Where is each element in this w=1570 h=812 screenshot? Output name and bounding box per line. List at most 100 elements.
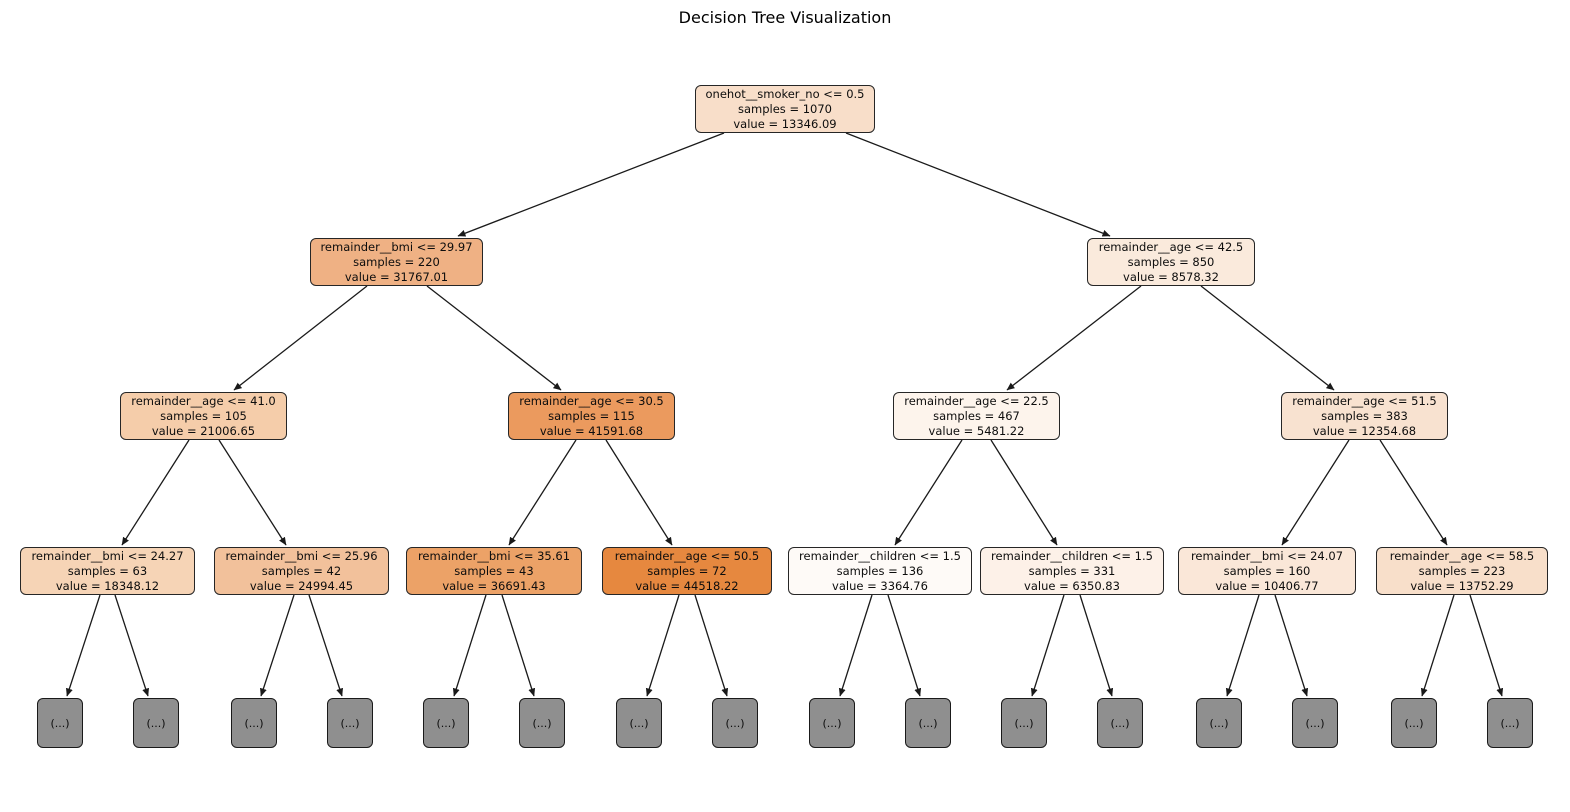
node-samples: samples = 136	[836, 563, 924, 578]
tree-edge	[501, 594, 536, 697]
tree-node-l4-4: remainder__age <= 50.5 samples = 72 valu…	[602, 547, 772, 595]
node-value: value = 41591.68	[539, 423, 644, 438]
tree-edge	[887, 594, 922, 697]
tree-node-l4-1: remainder__bmi <= 24.27 samples = 63 val…	[20, 547, 195, 595]
node-condition: remainder__bmi <= 35.61	[417, 548, 571, 563]
node-value: value = 31767.01	[344, 269, 449, 284]
node-condition: remainder__age <= 58.5	[1389, 548, 1535, 563]
tree-edge	[121, 439, 190, 546]
tree-edge	[1200, 285, 1335, 391]
node-samples: samples = 331	[1028, 563, 1116, 578]
leaf-label: (...)	[822, 716, 842, 730]
node-condition: remainder__children <= 1.5	[799, 548, 961, 563]
leaf-label: (...)	[1404, 716, 1424, 730]
leaf-label: (...)	[340, 716, 360, 730]
tree-edge	[694, 594, 729, 697]
node-condition: remainder__age <= 41.0	[131, 393, 276, 408]
tree-node-l4-3: remainder__bmi <= 35.61 samples = 43 val…	[406, 547, 582, 595]
node-condition: remainder__bmi <= 24.07	[1190, 548, 1344, 563]
node-condition: remainder__bmi <= 25.96	[225, 548, 378, 563]
leaf-label: (...)	[50, 716, 70, 730]
node-value: value = 10406.77	[1215, 578, 1319, 593]
tree-leaf-collapsed: (...)	[809, 698, 855, 748]
node-samples: samples = 115	[548, 408, 635, 423]
leaf-label: (...)	[1209, 716, 1229, 730]
node-condition: onehot__smoker_no <= 0.5	[705, 86, 865, 101]
node-condition: remainder__age <= 50.5	[614, 548, 760, 563]
tree-edge	[1469, 594, 1504, 697]
tree-leaf-collapsed: (...)	[1196, 698, 1242, 748]
leaf-label: (...)	[629, 716, 649, 730]
tree-node-l3-2: remainder__age <= 30.5 samples = 115 val…	[508, 392, 675, 440]
tree-leaf-collapsed: (...)	[1391, 698, 1437, 748]
node-value: value = 8578.32	[1123, 269, 1219, 284]
tree-edge	[645, 594, 680, 697]
tree-edge	[114, 594, 149, 697]
node-value: value = 12354.68	[1312, 423, 1417, 438]
node-samples: samples = 1070	[737, 101, 833, 116]
tree-leaf-collapsed: (...)	[327, 698, 373, 748]
tree-edge	[1030, 594, 1065, 697]
node-value: value = 44518.22	[635, 578, 739, 593]
tree-edge	[1379, 439, 1448, 546]
leaf-label: (...)	[244, 716, 264, 730]
tree-edge	[1420, 594, 1455, 697]
node-condition: remainder__age <= 42.5	[1098, 239, 1244, 254]
tree-leaf-collapsed: (...)	[37, 698, 83, 748]
node-value: value = 24994.45	[249, 578, 354, 593]
tree-leaf-collapsed: (...)	[423, 698, 469, 748]
tree-leaf-collapsed: (...)	[616, 698, 662, 748]
leaf-label: (...)	[1500, 716, 1520, 730]
tree-edge	[838, 594, 873, 697]
tree-node-l4-6: remainder__children <= 1.5 samples = 331…	[980, 547, 1164, 595]
tree-edge	[218, 439, 287, 546]
leaf-label: (...)	[918, 716, 938, 730]
leaf-label: (...)	[146, 716, 166, 730]
tree-edge	[508, 439, 577, 546]
tree-node-l2-right: remainder__age <= 42.5 samples = 850 val…	[1087, 238, 1255, 286]
page-title: Decision Tree Visualization	[678, 8, 892, 27]
node-condition: remainder__age <= 22.5	[904, 393, 1049, 408]
tree-edge	[233, 285, 368, 391]
tree-leaf-collapsed: (...)	[519, 698, 565, 748]
tree-edge	[1006, 285, 1142, 391]
node-condition: remainder__age <= 51.5	[1292, 393, 1437, 408]
node-condition: remainder__bmi <= 24.27	[31, 548, 184, 563]
leaf-label: (...)	[725, 716, 745, 730]
tree-edge	[990, 439, 1058, 546]
leaf-label: (...)	[1014, 716, 1034, 730]
node-value: value = 3364.76	[832, 578, 928, 593]
node-samples: samples = 72	[647, 563, 727, 578]
tree-node-l3-4: remainder__age <= 51.5 samples = 383 val…	[1281, 392, 1448, 440]
tree-leaf-collapsed: (...)	[1292, 698, 1338, 748]
tree-node-l3-1: remainder__age <= 41.0 samples = 105 val…	[120, 392, 287, 440]
tree-leaf-collapsed: (...)	[1001, 698, 1047, 748]
node-samples: samples = 43	[454, 563, 534, 578]
node-value: value = 13752.29	[1410, 578, 1514, 593]
tree-leaf-collapsed: (...)	[133, 698, 179, 748]
tree-edge	[308, 594, 343, 697]
tree-edge	[1274, 594, 1309, 697]
tree-leaf-collapsed: (...)	[712, 698, 758, 748]
node-samples: samples = 220	[353, 254, 440, 269]
tree-node-l2-left: remainder__bmi <= 29.97 samples = 220 va…	[310, 238, 483, 286]
leaf-label: (...)	[1110, 716, 1130, 730]
tree-leaf-collapsed: (...)	[231, 698, 277, 748]
node-condition: remainder__children <= 1.5	[991, 548, 1153, 563]
node-samples: samples = 63	[67, 563, 148, 578]
tree-edge	[457, 132, 725, 237]
tree-edge	[894, 439, 963, 546]
leaf-label: (...)	[532, 716, 552, 730]
tree-edge	[845, 132, 1111, 237]
node-condition: remainder__bmi <= 29.97	[320, 239, 473, 254]
node-condition: remainder__age <= 30.5	[519, 393, 664, 408]
tree-edge	[1079, 594, 1114, 697]
tree-node-root: onehot__smoker_no <= 0.5 samples = 1070 …	[695, 85, 875, 133]
node-value: value = 5481.22	[928, 423, 1025, 438]
tree-edge	[260, 594, 295, 697]
node-samples: samples = 467	[933, 408, 1020, 423]
tree-node-l4-8: remainder__age <= 58.5 samples = 223 val…	[1376, 547, 1548, 595]
tree-node-l3-3: remainder__age <= 22.5 samples = 467 val…	[893, 392, 1060, 440]
tree-edge	[605, 439, 673, 546]
